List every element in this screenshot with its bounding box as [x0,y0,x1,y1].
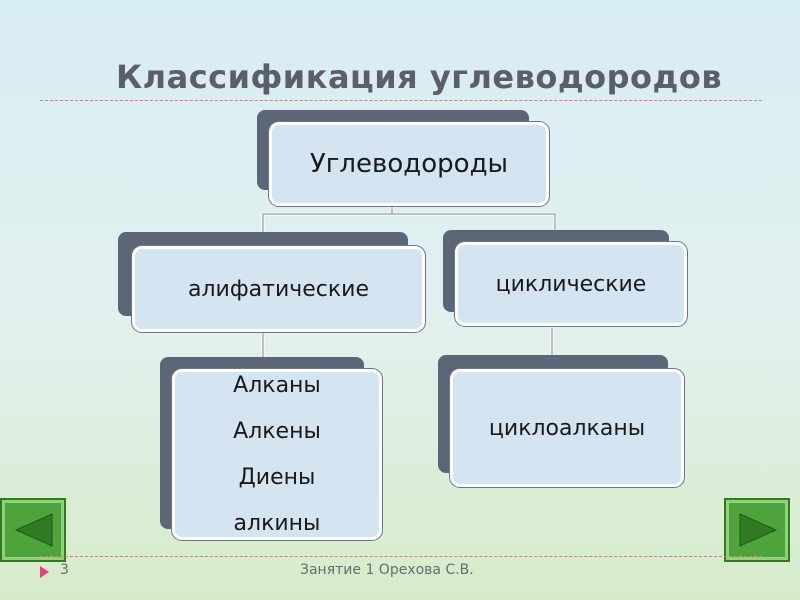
list-item-dienes: Диены [238,464,316,490]
title-divider [40,100,762,101]
footer-divider [40,556,762,557]
node-cyclic-label: циклические [495,271,647,297]
list-item-alkenes: Алкены [233,418,321,444]
next-slide-button[interactable] [724,498,790,562]
node-root-label: Углеводороды [309,149,509,179]
footer-text: Занятие 1 Орехова С.В. [300,562,474,578]
list-item-alkynes: алкины [233,510,321,536]
page-number: 3 [60,562,69,578]
prev-slide-button[interactable] [0,498,66,562]
bullet-arrow-icon [40,566,49,578]
list-item-cycloalkanes: циклоалканы [488,415,646,441]
triangle-right-icon [739,513,778,547]
triangle-left-icon [14,513,53,547]
node-aliphatic-label: алифатические [188,276,369,302]
list-item-alkanes: Алканы [233,372,321,398]
slide-title: Классификация углеводородов [116,58,723,96]
